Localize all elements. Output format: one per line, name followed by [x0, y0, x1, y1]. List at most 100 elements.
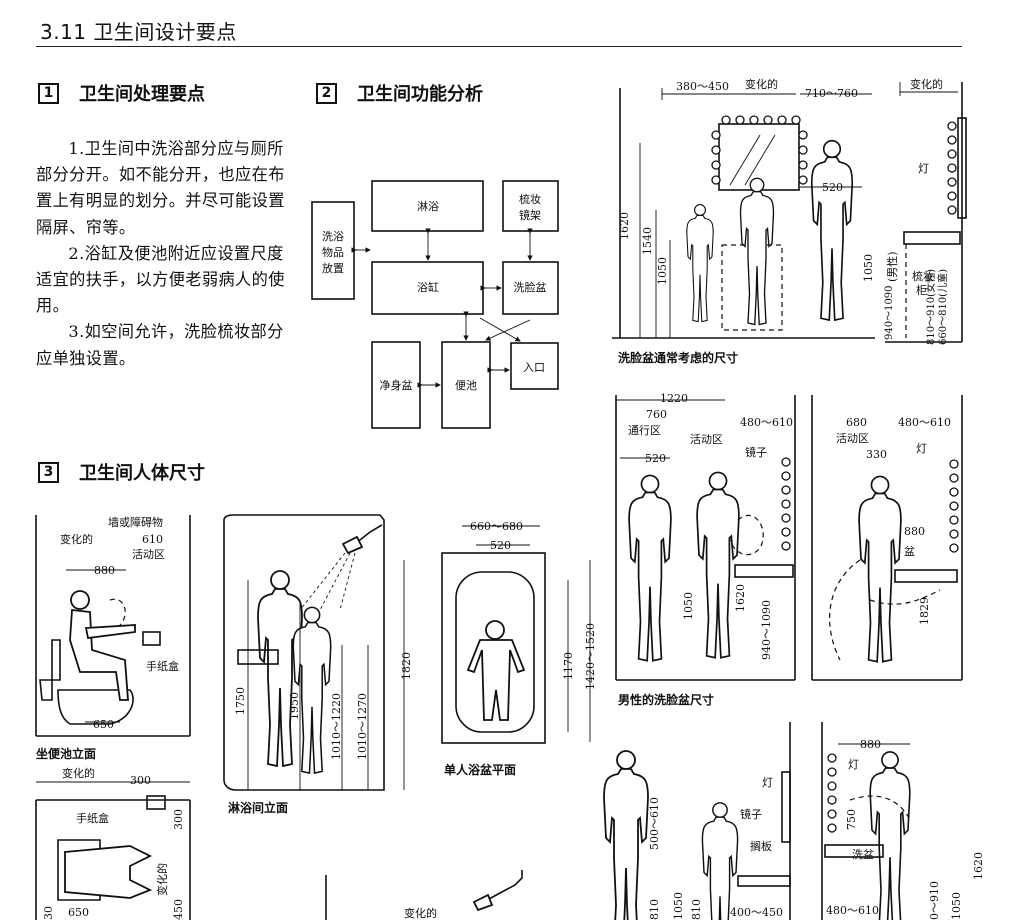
dim-810-a: 810: [648, 899, 661, 920]
label-variable-3: 变化的: [60, 532, 93, 546]
dim-480-610-c: 480～610: [826, 904, 879, 917]
toilet-plan-drawing: 变化的 300 手纸盒 300 变化的 450 30 650: [35, 766, 191, 920]
dim-1170: 1170: [562, 652, 575, 680]
flow-box-entry: [510, 342, 559, 390]
label-basin-short: 盆: [904, 544, 915, 558]
label-mirror-a: 镜子: [745, 445, 767, 459]
dim-650-a: 650: [93, 718, 114, 731]
flow-bidet-label: 净身盆: [380, 378, 413, 392]
caption-shower-elevation: 淋浴间立面: [228, 800, 288, 815]
dim-1050-b: 1050: [862, 254, 875, 282]
dim-520-c: 520: [490, 539, 511, 552]
section-2-number: 2: [316, 82, 337, 104]
label-lamp-b: 灯: [916, 442, 927, 455]
dim-1620-c: 1620: [972, 852, 985, 880]
dim-1050-d: 1050: [672, 892, 685, 920]
dim-variable-2: 变化的: [910, 77, 943, 91]
paragraph-3: 3.如空间允许，洗脸梳妆部分应单独设置。: [36, 322, 284, 368]
label-vanity-2: 柜: [916, 284, 927, 297]
dim-520-b: 520: [645, 452, 666, 465]
design-points-text: 1.卫生间中洗浴部分应与厕所部分分开。如不能分开，也应在布置上有明显的划分。并尽…: [36, 136, 286, 372]
flow-storage-line1: 洗浴: [322, 230, 344, 243]
dim-810-910: 810～910(女性): [924, 269, 937, 345]
dim-880-b: 880: [94, 564, 115, 577]
figure-man: [810, 139, 854, 321]
page-title: 3.11 卫生间设计要点: [40, 20, 237, 44]
flow-box-mirror: [502, 180, 559, 232]
label-variable-5: 变化的: [155, 863, 169, 896]
label-activity-a: 活动区: [690, 433, 723, 446]
figure-in-tub: [466, 620, 526, 721]
dim-1620-a: 1620: [618, 212, 631, 240]
label-wall: 墙或障碍物: [108, 515, 163, 529]
dim-1750: 1750: [234, 687, 247, 715]
dim-1620-b: 1620: [734, 584, 747, 612]
label-tissue-a: 手纸盒: [146, 659, 179, 673]
dim-1010-1220: 1010～1220: [330, 693, 343, 760]
dim-660-810: 660～810(儿童): [936, 269, 949, 345]
dim-0-910: 0～910: [928, 881, 941, 920]
label-lamp-d: 灯: [848, 758, 859, 771]
label-mirror-b: 镜子: [740, 807, 762, 821]
dim-520-a: 520: [822, 181, 843, 194]
dim-650-b: 650: [68, 906, 89, 919]
label-tissue-b: 手纸盒: [76, 811, 109, 825]
shower-elevation-drawing: 1750 1950 1010～1220 1010～1270 1820 淋浴间立面: [223, 514, 413, 815]
flow-storage-line3: 放置: [322, 261, 344, 275]
male-basin-side-drawing: 680 480～610 活动区 330 灯 880 盆 1829: [811, 395, 963, 681]
label-male: (男性): [885, 251, 899, 282]
tub-plan-drawing: 660～680 520 1170 1420～1520 单人浴盆平面: [441, 520, 597, 777]
dim-300-a: 300: [130, 774, 151, 787]
dim-760: 760: [646, 408, 667, 421]
dim-380-450: 380～450: [676, 80, 729, 93]
dim-1829: 1829: [918, 597, 931, 625]
section-3-heading: 3 卫生间人体尺寸: [38, 459, 205, 485]
dim-1050-a: 1050: [656, 257, 669, 285]
dim-30: 30: [42, 906, 55, 920]
label-vanity-1: 梳妆: [912, 269, 934, 283]
title-rule: [36, 46, 962, 47]
flow-toilet-label: 便池: [455, 379, 477, 392]
label-variable-4: 变化的: [62, 766, 95, 780]
label-lamp-a: 灯: [918, 162, 929, 175]
dim-610: 610: [142, 533, 163, 546]
dim-1010-1270: 1010～1270: [356, 693, 369, 760]
flow-shower-label: 淋浴: [417, 200, 439, 213]
section-3-title: 卫生间人体尺寸: [79, 463, 205, 484]
flow-basin-label: 洗脸盆: [514, 280, 547, 294]
caption-basin-general: 洗脸盆通常考虑的尺寸: [618, 350, 738, 365]
caption-toilet-elevation: 坐便池立面: [36, 746, 96, 761]
dim-940-1090-a: 940～1090: [884, 285, 895, 340]
label-wash-basin: 洗盆: [852, 847, 874, 861]
caption-tub-plan: 单人浴盆平面: [444, 762, 516, 777]
dim-variable-1: 变化的: [745, 77, 778, 91]
dim-660-680: 660～680: [470, 520, 523, 533]
section-2-title: 卫生间功能分析: [357, 84, 483, 105]
flow-box-toilet: [441, 341, 491, 429]
bottom-partial-drawing: 变化的: [325, 870, 523, 920]
label-activity-c: 活动区: [132, 548, 165, 561]
dim-880-c: 880: [860, 738, 881, 751]
section-1-title: 卫生间处理要点: [79, 84, 205, 105]
dim-400-450: 400～450: [730, 906, 783, 919]
flow-entry-label: 入口: [523, 361, 545, 374]
dim-450: 450: [172, 899, 185, 920]
paragraph-2: 2.浴缸及便池附近应设置尺度适宜的扶手，以方便老弱病人的使用。: [36, 243, 285, 316]
dim-1050-c: 1050: [682, 592, 695, 620]
label-activity-b: 活动区: [836, 432, 869, 445]
section-1-heading: 1 卫生间处理要点: [38, 80, 205, 106]
function-flow-diagram: 洗浴 物品 放置 淋浴 梳妆 镜架 浴缸 洗脸盆 净身盆 便池 入口: [311, 180, 559, 429]
dim-750: 750: [845, 809, 858, 830]
dim-1420-1520: 1420～1520: [584, 623, 597, 690]
label-lamp-c: 灯: [762, 776, 773, 789]
flow-tub-label: 浴缸: [417, 280, 439, 294]
section-1-number: 1: [38, 82, 59, 104]
male-basin-drawing: 1220 760 通行区 活动区 480～610 镜子 520 1050 162…: [615, 392, 796, 707]
section-3-number: 3: [38, 461, 59, 483]
dim-940-1090-b: 940～1090: [760, 600, 773, 660]
label-circulation: 通行区: [628, 424, 661, 437]
label-shelf: 搁板: [750, 839, 772, 853]
flow-mirror-line1: 梳妆: [519, 192, 541, 206]
dim-680: 680: [846, 416, 867, 429]
